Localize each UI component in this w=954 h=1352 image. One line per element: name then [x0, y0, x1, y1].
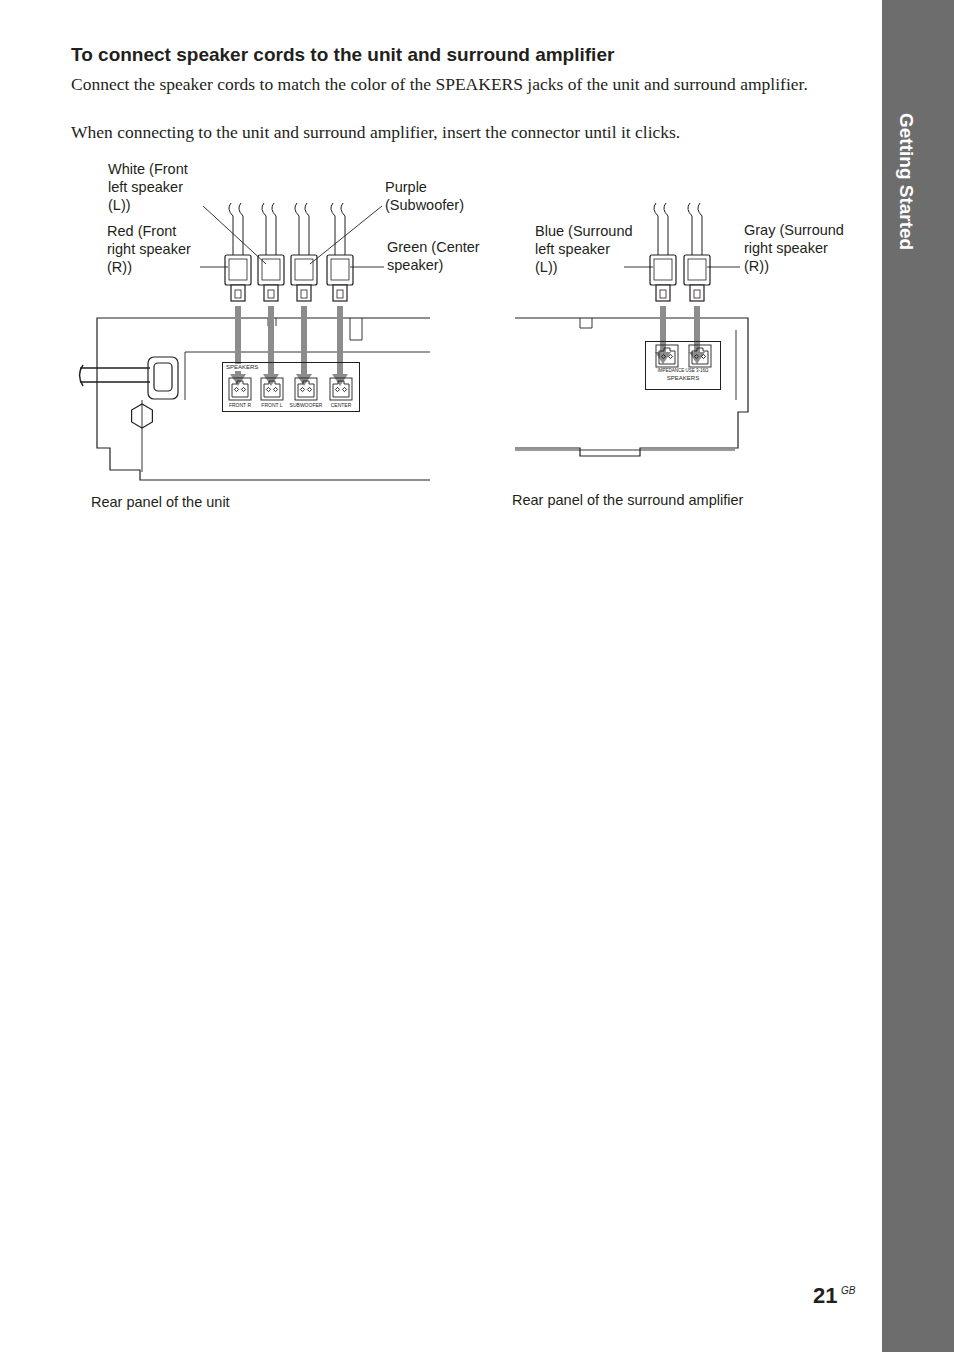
side-tab: [882, 0, 954, 1352]
callout-label: Blue (Surround left speaker (L)): [535, 222, 635, 276]
terminal-group-label: SPEAKERS: [646, 374, 720, 383]
insert-arrow: [230, 306, 246, 386]
speaker-jack: [228, 377, 252, 401]
leader-line: [624, 267, 653, 268]
section-title: To connect speaker cords to the unit and…: [71, 44, 614, 66]
speaker-jack: [294, 377, 318, 401]
callout-label: Green (Center speaker): [387, 238, 512, 274]
jack-terminal: SUBWOOFER: [290, 377, 323, 408]
jack-terminal: FRONT L: [259, 377, 285, 408]
speaker-terminal-group: IMPEDANCE USE 3-16ΩSPEAKERS: [645, 341, 721, 390]
body-text: When connecting to the unit and surround…: [71, 120, 831, 144]
speaker-plug: [258, 203, 284, 301]
page-number: 21: [813, 1283, 837, 1309]
speaker-plug: [327, 203, 353, 301]
body-text: Connect the speaker cords to match the c…: [71, 72, 816, 96]
speaker-plug: [291, 203, 317, 301]
jack-label: CENTER: [328, 402, 354, 408]
insert-arrow: [689, 306, 705, 364]
callout-label: Gray (Surround right speaker (R)): [744, 221, 856, 275]
insert-arrow: [655, 306, 671, 364]
jack-label: FRONT R: [227, 402, 253, 408]
speaker-plug: [650, 203, 676, 301]
callout-label: Purple (Subwoofer): [385, 178, 485, 214]
cord-clamp: [148, 357, 178, 399]
callout-label: White (Front left speaker (L)): [108, 160, 200, 214]
jack-terminal: FRONT R: [227, 377, 253, 408]
leader-line: [200, 267, 228, 268]
hex-screw: [132, 404, 153, 428]
speaker-jack: [260, 377, 284, 401]
terminal-group-label: SPEAKERS: [225, 364, 259, 371]
power-cord: [80, 365, 151, 386]
speaker-jack: [688, 344, 712, 368]
leader-line: [707, 267, 740, 268]
leader-line: [350, 267, 384, 268]
insert-arrow: [263, 306, 279, 386]
jack-terminal: CENTER: [328, 377, 354, 408]
panel-caption: Rear panel of the surround amplifier: [512, 491, 743, 509]
amp-panel: [515, 318, 748, 456]
jack-label: FRONT L: [259, 402, 285, 408]
side-tab-text: Getting Started: [894, 113, 918, 250]
amp-panel-detail: [515, 318, 736, 450]
unit-panel-detail: [142, 318, 430, 472]
leader-line: [203, 206, 266, 264]
speaker-jack: [329, 377, 353, 401]
speaker-jack: [655, 344, 679, 368]
insert-arrow: [332, 306, 348, 386]
callout-label: Red (Front right speaker (R)): [107, 222, 199, 276]
speaker-plug: [684, 203, 710, 301]
cord-clamp-inner: [154, 363, 172, 391]
speaker-terminal-group: SPEAKERS FRONT R FRONT L SUBWOOFER CENTER: [222, 362, 360, 412]
page-suffix: GB: [841, 1285, 855, 1297]
jack-label: SUBWOOFER: [290, 402, 323, 408]
unit-panel: [97, 318, 430, 480]
leader-line: [310, 206, 382, 264]
impedance-note: IMPEDANCE USE 3-16Ω: [646, 368, 720, 374]
speaker-plug: [225, 203, 251, 301]
panel-caption: Rear panel of the unit: [91, 493, 230, 511]
insert-arrow: [296, 306, 312, 386]
